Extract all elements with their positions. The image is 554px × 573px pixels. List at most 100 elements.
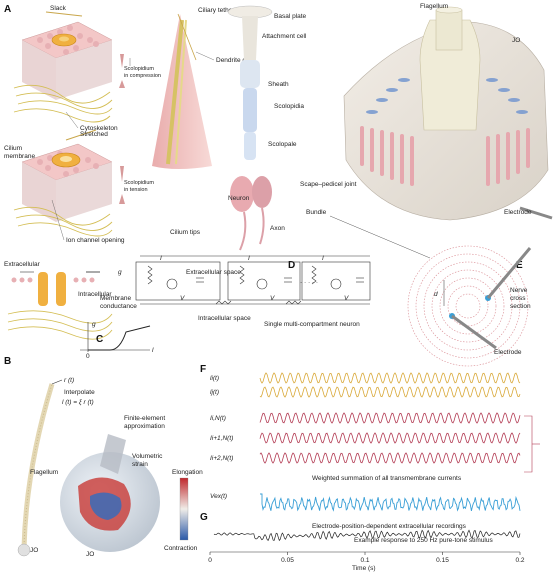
- example-line: [213, 529, 521, 542]
- fe-sphere: [60, 434, 160, 552]
- scolopidium-tension-icon: [119, 166, 125, 204]
- label-cilium-membrane-1: Cilium: [4, 145, 22, 152]
- vex-line: [260, 493, 521, 512]
- label-slack: Slack: [50, 5, 67, 12]
- label-nerve-cs-1: Nerve: [510, 287, 528, 294]
- label-cytoskeleton: Cytoskeleton: [80, 125, 118, 132]
- scolopidium-compression-label: Scolopidium in compression: [124, 66, 161, 79]
- label-formula: l (t) = ξ r (t): [62, 399, 94, 406]
- strain-colorbar: [179, 477, 189, 541]
- label-jo-top: JO: [512, 37, 520, 44]
- membrane-block-stretched: [13, 129, 113, 237]
- svg-text:Scolopidium: Scolopidium: [124, 180, 154, 186]
- trace-line: [259, 432, 521, 444]
- label-bundle: Bundle: [306, 209, 327, 216]
- flagellum-illustration: [17, 379, 63, 557]
- ion-channel-illustration: Extracellular Intracellular: [4, 261, 112, 340]
- x-tick-label: 0.05: [281, 557, 294, 564]
- label-attachment-cell: Attachment cell: [262, 33, 307, 40]
- panel-label-e: E: [516, 260, 523, 271]
- trace-line: [259, 386, 521, 398]
- svg-text:Intracellular: Intracellular: [78, 291, 112, 298]
- label-ellipsis: · · · · ·: [300, 279, 318, 286]
- x-tick-label: 0.1: [360, 557, 369, 564]
- label-basal-plate: Basal plate: [274, 13, 307, 20]
- label-scolopidia: Scolopidia: [274, 103, 304, 110]
- time-axis: 0 0.05 0.1 0.15 0.2: [208, 551, 525, 564]
- scolopidium-compression-icon: [119, 54, 131, 88]
- label-flagellum-b: Flagellum: [30, 469, 58, 476]
- label-sheath: Sheath: [268, 81, 289, 88]
- trace-line: [259, 452, 521, 464]
- label-il1: I: [160, 255, 162, 262]
- x-tick-label: 0.2: [515, 557, 524, 564]
- label-c-y: g: [92, 321, 96, 328]
- scolopidium-illustration: [152, 13, 212, 169]
- label-membrane-conductance-1: Membrane: [100, 295, 131, 302]
- label-membrane-conductance-2: conductance: [100, 303, 137, 310]
- scolopale-column: [227, 5, 273, 251]
- label-elongation: Elongation: [172, 469, 203, 476]
- label-electrode-e: Electrode: [494, 349, 522, 356]
- x-tick-label: 0.15: [436, 557, 449, 564]
- panel-label-a: A: [4, 4, 11, 15]
- label-vi1: V: [180, 295, 185, 302]
- trace-line: [259, 412, 521, 424]
- label-example: Example response to 250 Hz pure-tone sti…: [354, 537, 493, 544]
- trace-label: Ii+1,N(t): [210, 435, 233, 442]
- johnstons-organ-illustration: [343, 6, 553, 221]
- membrane-block-slack: [13, 11, 113, 123]
- label-il2: I: [248, 255, 250, 262]
- panel-label-c: C: [96, 334, 103, 345]
- label-intracellular-space: Intracellular space: [198, 315, 251, 322]
- label-jo-sphere: JO: [86, 551, 94, 558]
- example-trace: [213, 529, 521, 542]
- panel-label-d: D: [288, 260, 295, 271]
- label-nerve-cs-2: cross: [510, 295, 526, 302]
- label-interpolate: Interpolate: [64, 389, 95, 396]
- label-nerve-cs-3: section: [510, 303, 531, 310]
- scolopidium-tension-label: Scolopidium in tension: [124, 180, 154, 193]
- vex-label: Vex(t): [210, 493, 227, 500]
- label-fe-2: approximation: [124, 423, 165, 430]
- trace-label: lj(t): [210, 389, 219, 396]
- trace-label: Ii,N(t): [210, 415, 226, 422]
- label-stretched: Stretched: [80, 131, 108, 138]
- label-vol-strain-1: Volumetric: [132, 453, 163, 460]
- label-scolopale: Scolopale: [268, 141, 297, 148]
- panel-c-plot: [80, 322, 151, 352]
- svg-text:in tension: in tension: [124, 187, 148, 193]
- label-c-x: l: [152, 347, 154, 354]
- label-dendrite-cap: Dendrite cap: [216, 57, 253, 64]
- label-c-origin: 0: [86, 353, 90, 360]
- label-scape-joint: Scape–pedicel joint: [300, 181, 357, 188]
- x-tick-label: 0: [208, 557, 212, 564]
- label-ciliary-tether: Ciliary tether: [198, 7, 235, 14]
- circuit-diagram: [135, 255, 371, 305]
- label-vinc: V: [344, 295, 349, 302]
- panel-label-b: B: [4, 356, 11, 367]
- trace-label: li(t): [210, 375, 219, 382]
- label-recordings: Electrode-position-dependent extracellul…: [312, 523, 467, 530]
- label-ion-channel: Ion channel opening: [66, 237, 125, 244]
- label-single-neuron: Single multi-compartment neuron: [264, 321, 360, 328]
- label-fe-1: Finite-element: [124, 415, 165, 422]
- label-vi2: V: [270, 295, 275, 302]
- label-weighted-sum: Weighted summation of all transmembrane …: [312, 475, 462, 482]
- label-cilium-tips: Cilium tips: [170, 229, 201, 236]
- label-extracellular-space: Extracellular space: [186, 269, 241, 276]
- label-ilnc: I: [322, 255, 324, 262]
- trace-group: li(t) lj(t) Ii,N(t) Ii+1,N(t) Ii+2,N(t) Vex(t…: [210, 372, 521, 512]
- x-axis-label: Time (s): [352, 565, 376, 572]
- trace-label: Ii+2,N(t): [210, 455, 233, 462]
- trace-line: [259, 372, 521, 384]
- label-rt: r (t): [64, 377, 74, 384]
- label-gci: g: [118, 269, 122, 276]
- trace-bracket: [524, 415, 540, 473]
- panel-label-f: F: [200, 364, 206, 375]
- svg-text:Scolopidium: Scolopidium: [124, 66, 154, 72]
- label-neuron: Neuron: [228, 195, 250, 202]
- label-di: d: [434, 291, 438, 298]
- svg-text:in compression: in compression: [124, 73, 161, 79]
